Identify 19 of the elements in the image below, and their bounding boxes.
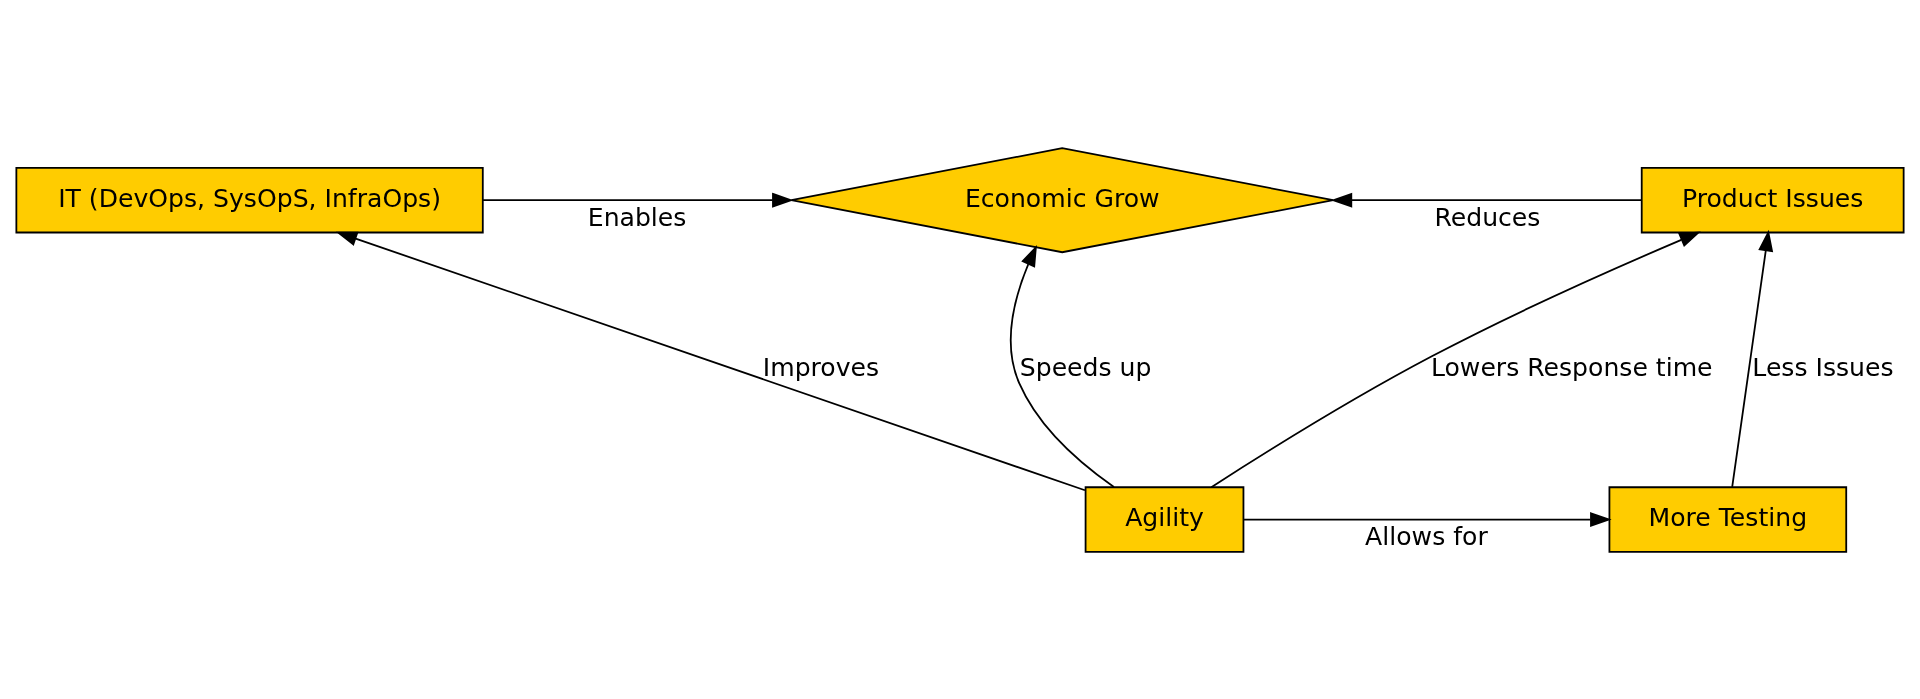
edge-label: Less Issues [1752, 352, 1894, 382]
node-box: More Testing [1608, 485, 1848, 553]
node-box: IT (DevOps, SysOpS, InfraOps) [15, 166, 484, 233]
arrow [1210, 231, 1701, 488]
edge-label: Allows for [1365, 521, 1488, 551]
arrow [1330, 192, 1643, 208]
node-box: Agility [1084, 485, 1245, 553]
arrow [1243, 511, 1612, 527]
edge-label: Lowers Response time [1430, 352, 1713, 382]
edge-label: Enables [587, 202, 687, 232]
edge-label: Improves [762, 352, 880, 382]
edge-label: Speeds up [1019, 352, 1152, 382]
edge-label: Reduces [1434, 202, 1541, 232]
node-box: Product Issues [1640, 166, 1905, 233]
arrow [335, 231, 1086, 491]
node-diamond: Economic Grow [790, 146, 1335, 253]
arrow [1731, 229, 1774, 488]
arrow [1010, 244, 1115, 488]
arrow [482, 192, 794, 208]
